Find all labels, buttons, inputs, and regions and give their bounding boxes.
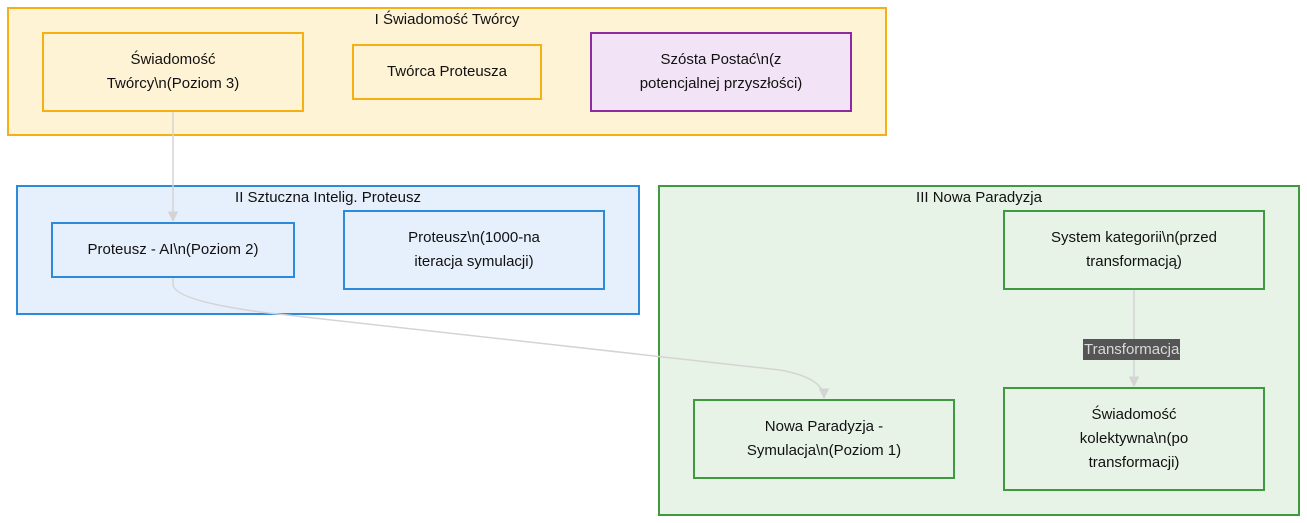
node-label: Nowa Paradyzja - Symulacja\n(Poziom 1) [746,418,902,459]
node-creator-consciousness[interactable]: Świadomość Twórcy\n(Poziom 3) [42,32,304,112]
node-category-system[interactable]: System kategorii\n(przed transformacją) [1003,210,1265,290]
node-sixth-character[interactable]: Szósta Postać\n(z potencjalnej przyszłoś… [590,32,852,112]
group-title-ai: II Sztuczna Intelig. Proteusz [235,189,421,206]
node-label: Świadomość Twórcy\n(Poziom 3) [106,51,240,92]
edge-label-transformation: Transformacja [1083,339,1181,360]
node-label: Świadomość kolektywna\n(po transformacji… [1079,406,1189,471]
node-proteus-ai[interactable]: Proteusz - AI\n(Poziom 2) [51,222,295,278]
node-label: Szósta Postać\n(z potencjalnej przyszłoś… [639,51,803,92]
node-label: Proteusz\n(1000-na iteracja symulacji) [408,229,540,270]
group-title-paradise: III Nowa Paradyzja [916,189,1042,206]
node-collective-consciousness[interactable]: Świadomość kolektywna\n(po transformacji… [1003,387,1265,491]
node-new-paradise-simulation[interactable]: Nowa Paradyzja - Symulacja\n(Poziom 1) [693,399,955,479]
node-proteus-iteration[interactable]: Proteusz\n(1000-na iteracja symulacji) [343,210,605,290]
node-label: Twórca Proteusza [386,63,508,80]
node-proteus-creator[interactable]: Twórca Proteusza [352,44,542,100]
node-label: Proteusz - AI\n(Poziom 2) [87,241,259,258]
group-title-creator: I Świadomość Twórcy [374,11,520,28]
node-label: System kategorii\n(przed transformacją) [1051,229,1217,270]
